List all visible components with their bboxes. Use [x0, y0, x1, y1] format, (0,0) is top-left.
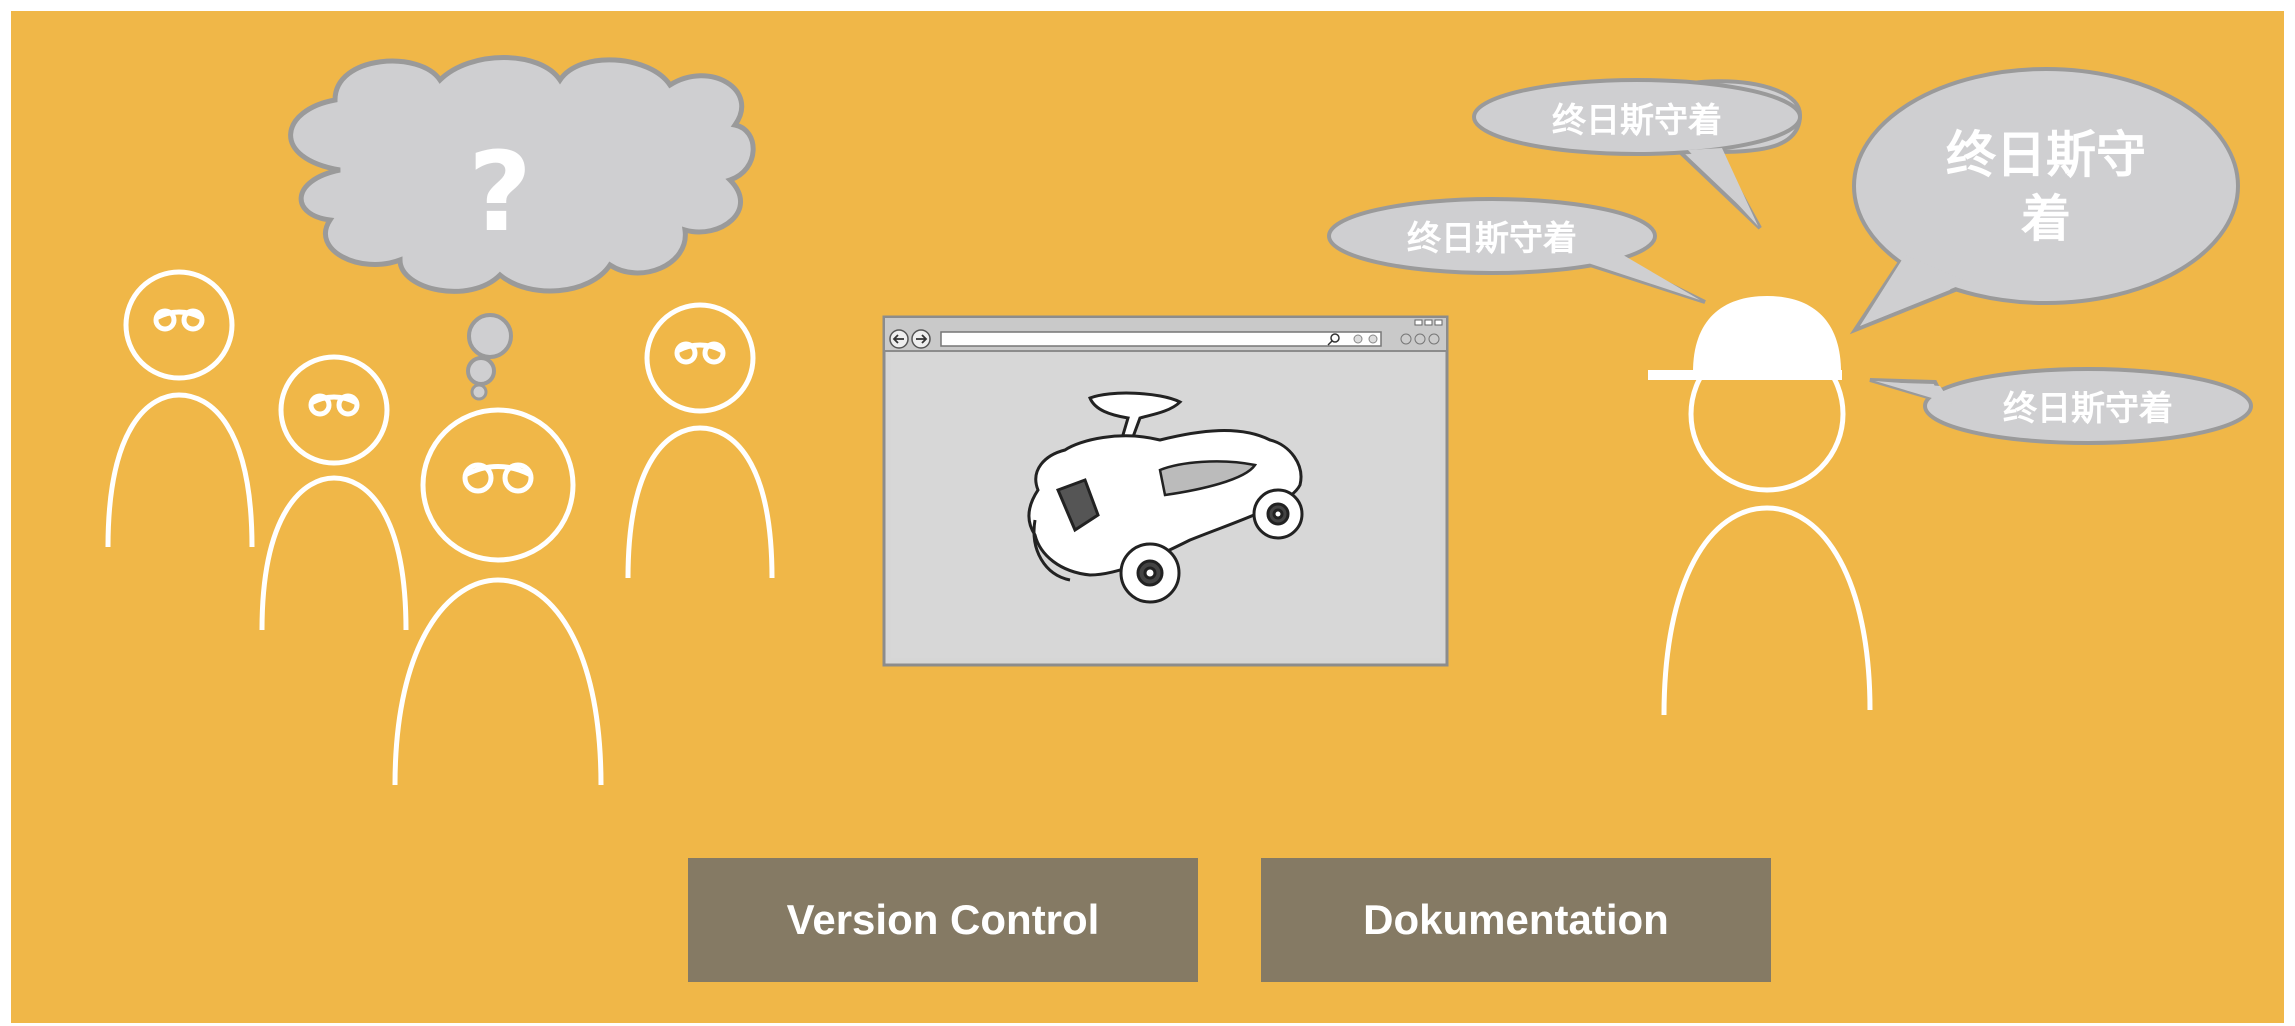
- glasses-icon: [674, 341, 726, 365]
- settings-icon[interactable]: [1428, 333, 1440, 345]
- minimize-icon[interactable]: [1414, 319, 1423, 326]
- person-left-2: [259, 354, 409, 631]
- person-left-3: [392, 407, 604, 786]
- person-body: [105, 392, 255, 548]
- speech-bubble-text: 终日斯守着: [2003, 389, 2173, 429]
- glasses-icon: [308, 393, 360, 417]
- back-arrow-icon[interactable]: [889, 329, 909, 349]
- question-mark: ?: [468, 128, 532, 256]
- hard-hat-brim: [1648, 370, 1842, 380]
- favorites-icon[interactable]: [1414, 333, 1426, 345]
- person-body: [1661, 505, 1873, 716]
- speech-bubble-top: 终日斯守着: [1472, 78, 1803, 230]
- speech-bubble-large: 终日斯守 着: [1849, 67, 2240, 335]
- home-icon[interactable]: [1400, 333, 1412, 345]
- car-steering-wheel: [1088, 391, 1183, 447]
- person-body: [259, 475, 409, 631]
- person-head: [420, 407, 576, 563]
- stop-icon[interactable]: [1368, 334, 1378, 344]
- speech-bubble-left: 终日斯守着: [1327, 197, 1706, 304]
- browser-window: [882, 315, 1449, 667]
- person-right-helmet: [1648, 296, 1873, 716]
- version-control-button[interactable]: Version Control: [688, 858, 1198, 982]
- close-icon[interactable]: [1434, 319, 1443, 326]
- speech-bubble-text: 终日斯守着: [1552, 101, 1722, 141]
- car-grille: [1158, 460, 1258, 497]
- search-icon[interactable]: [1327, 333, 1340, 346]
- person-head: [123, 269, 235, 381]
- speech-bubble-text-line1: 终日斯守: [1946, 126, 2146, 184]
- maximize-icon[interactable]: [1424, 319, 1433, 326]
- speech-bubble-text: 终日斯守着: [1407, 219, 1577, 259]
- person-body: [625, 425, 775, 579]
- toy-car-icon: [1027, 391, 1304, 604]
- person-body: [392, 577, 604, 786]
- refresh-icon[interactable]: [1353, 334, 1363, 344]
- glasses-icon: [462, 462, 534, 494]
- forward-arrow-icon[interactable]: [911, 329, 931, 349]
- person-head: [278, 354, 390, 466]
- person-head: [644, 302, 756, 414]
- glasses-icon: [153, 308, 205, 332]
- documentation-button[interactable]: Dokumentation: [1261, 858, 1771, 982]
- address-bar[interactable]: [940, 331, 1382, 347]
- speech-bubble-right: 终日斯守着: [1869, 367, 2253, 445]
- person-left-1: [105, 269, 255, 548]
- person-left-4: [625, 302, 775, 579]
- hard-hat-icon: [1693, 296, 1841, 372]
- thought-bubble: ?: [288, 55, 756, 401]
- speech-bubble-text-line2: 着: [2021, 190, 2071, 248]
- car-front-detail: [1056, 478, 1100, 533]
